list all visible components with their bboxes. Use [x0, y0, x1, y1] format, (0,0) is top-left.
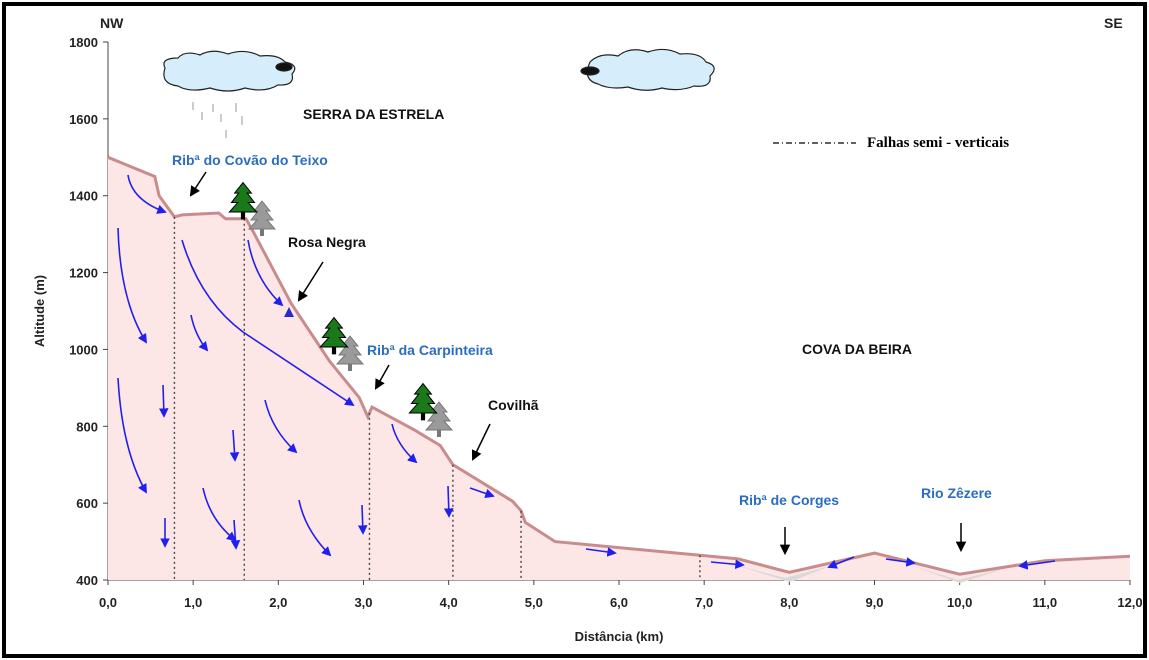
x-tick-label: 2,0	[269, 595, 287, 610]
x-tick-label: 7,0	[695, 595, 713, 610]
legend-symbol-text: - . - . - . -	[772, 136, 815, 150]
y-axis-label: Altitude (m)	[32, 275, 47, 347]
carpinteira-label: Ribª da Carpinteira	[367, 342, 493, 358]
y-tick-label: 400	[76, 573, 98, 588]
nw-label: NW	[100, 15, 124, 31]
x-tick-label: 3,0	[354, 595, 372, 610]
green-tree-icon	[319, 316, 349, 355]
y-tick-label: 600	[76, 496, 98, 511]
groundwater-flow-arrows	[117, 174, 1056, 570]
cloud-right-icon	[580, 48, 715, 91]
y-tick-label: 1000	[69, 342, 98, 357]
serra-da-estrela-label: SERRA DA ESTRELA	[303, 106, 444, 122]
green-tree-icon	[228, 181, 258, 220]
grey-tree-icon	[247, 200, 277, 236]
y-tick-label: 1800	[69, 35, 98, 50]
legend: - . - . - . - Falhas semi - verticais	[752, 128, 1082, 156]
cova-da-beira-label: COVA DA BEIRA	[802, 341, 912, 357]
y-ticks: 400 600 800 1000 1200 1400 1600 1800	[69, 35, 108, 588]
x-tick-label: 5,0	[525, 595, 543, 610]
x-tick-label: 11,0	[1033, 595, 1058, 610]
x-tick-label: 0,0	[99, 595, 117, 610]
river-valley-shade	[735, 565, 1010, 583]
x-tick-label: 6,0	[610, 595, 628, 610]
y-tick-label: 1600	[69, 112, 98, 127]
legend-box	[752, 128, 1082, 156]
x-tick-label: 10,0	[947, 595, 972, 610]
x-tick-label: 4,0	[440, 595, 458, 610]
x-tick-label: 12,0	[1117, 595, 1142, 610]
zezere-label: Rio Zêzere	[921, 485, 992, 501]
x-tick-label: 9,0	[865, 595, 883, 610]
cloud-left-icon	[163, 50, 296, 92]
fault-lines	[173, 216, 701, 580]
terrain-profile-line	[107, 155, 1131, 576]
y-tick-label: 800	[76, 419, 98, 434]
covilha-label: Covilhã	[488, 397, 539, 413]
corges-label: Ribª de Corges	[739, 492, 839, 508]
x-axis-label: Distância (km)	[575, 629, 664, 644]
pointer-arrows	[189, 171, 967, 556]
covao-do-teixo-label: Ribª do Covão do Teixo	[172, 152, 328, 168]
x-tick-label: 1,0	[184, 595, 202, 610]
y-tick-label: 1200	[69, 266, 98, 281]
legend-text: Falhas semi - verticais	[867, 135, 1009, 151]
green-tree-icon	[408, 382, 438, 421]
spring-marker-icon	[284, 307, 294, 317]
x-ticks: 0,0 1,0 2,0 3,0 4,0 5,0 6,0 7,0 8,0 9,0 10,0 11,0 12…	[99, 580, 1143, 610]
x-tick-label: 8,0	[780, 595, 798, 610]
trees	[228, 181, 454, 437]
terrain-fill	[108, 157, 1130, 581]
y-tick-label: 1400	[69, 189, 98, 204]
se-label: SE	[1104, 15, 1123, 31]
rosa-negra-label: Rosa Negra	[288, 234, 366, 250]
rain-icon	[192, 102, 243, 138]
